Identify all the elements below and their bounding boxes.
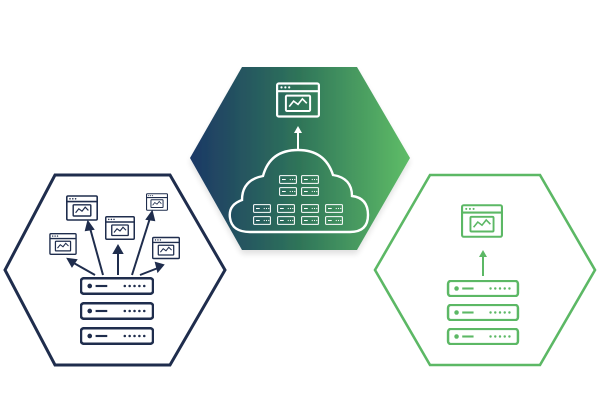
single-server-hosting-panel — [373, 173, 597, 367]
right-hexagon — [373, 173, 597, 367]
arrows-to-windows — [66, 209, 165, 276]
cloud-icon — [228, 148, 370, 234]
cloud-hosting-panel — [190, 67, 410, 250]
left-hexagon — [3, 173, 227, 367]
single-arrow-up — [479, 250, 487, 276]
center-hexagon — [190, 67, 410, 250]
cloud-arrow-up — [294, 126, 302, 150]
dedicated-hosting-panel — [3, 173, 227, 367]
cloud-hosting-content — [228, 82, 370, 234]
